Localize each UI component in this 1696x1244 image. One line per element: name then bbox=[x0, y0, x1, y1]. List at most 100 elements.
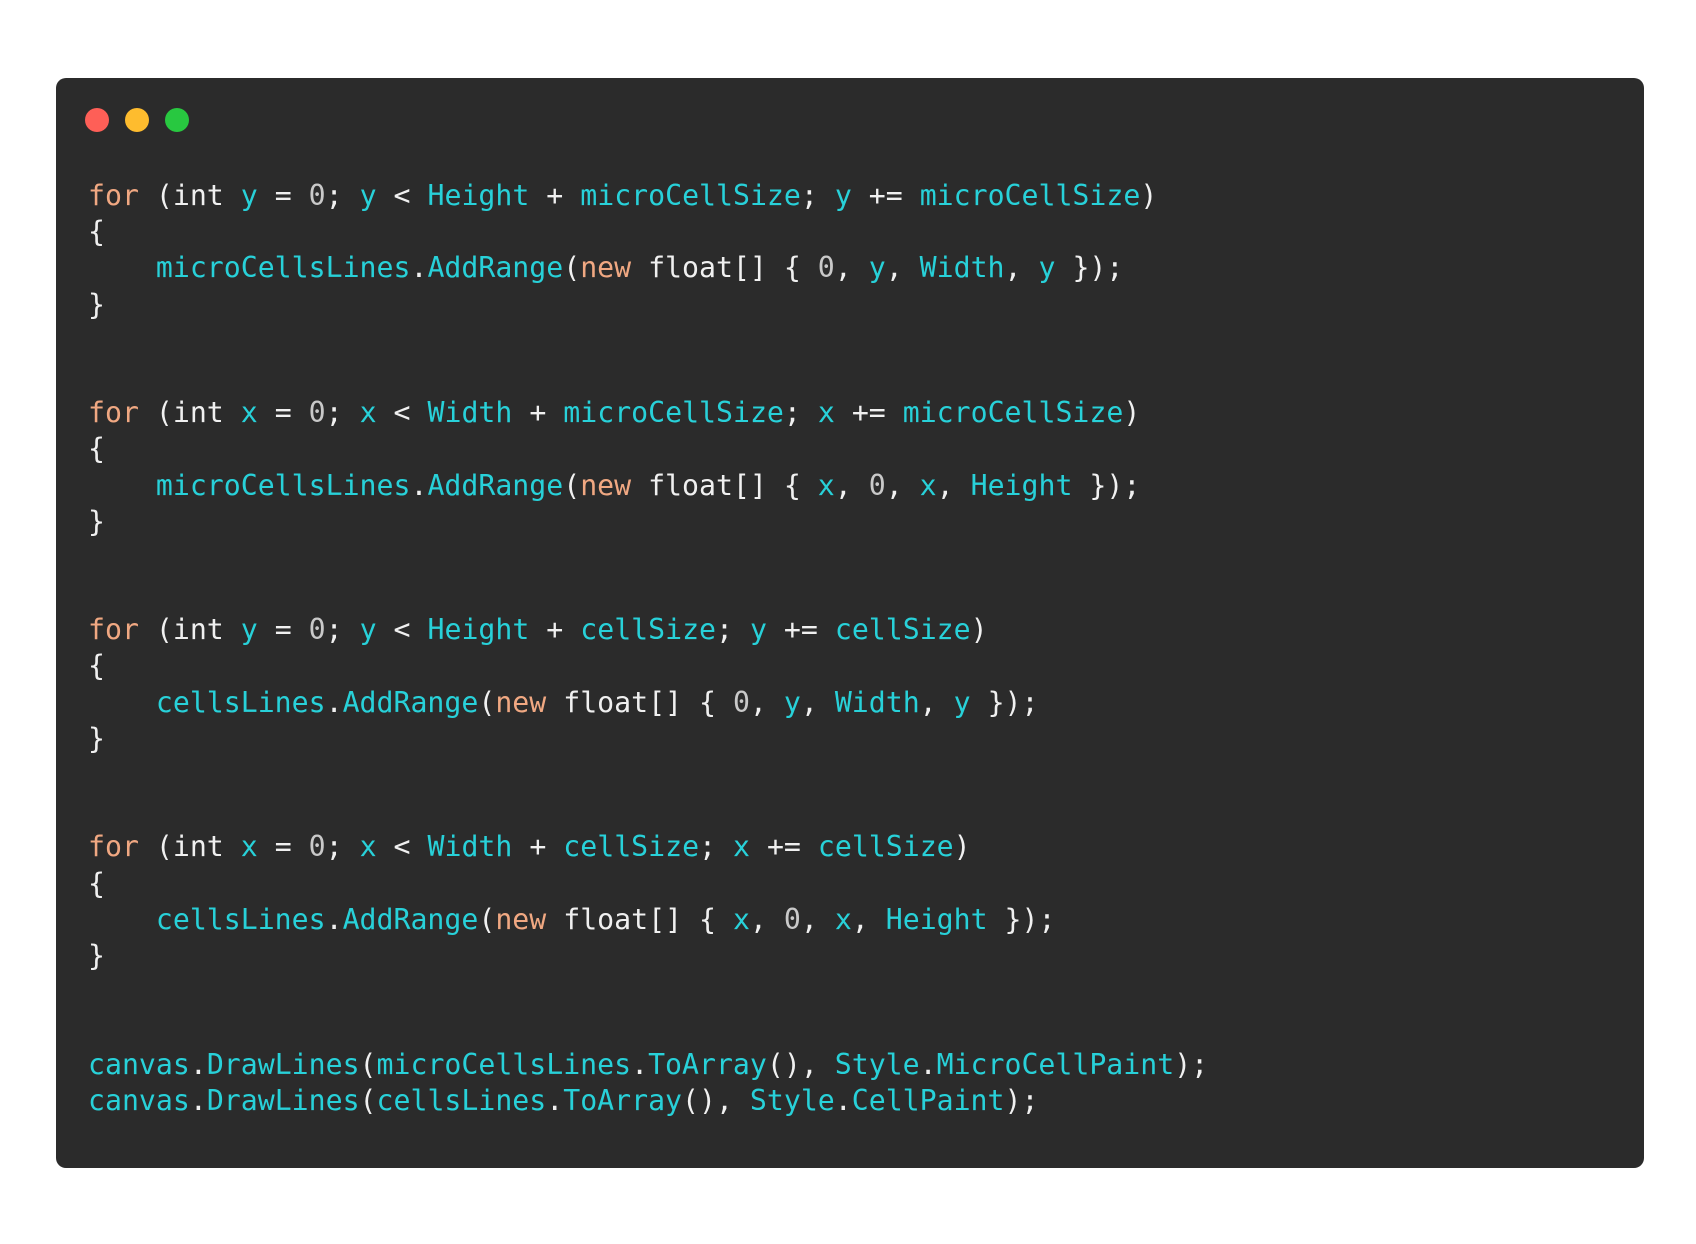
code-token-ident: cellSize bbox=[817, 830, 954, 864]
code-token-plain: . bbox=[189, 1047, 207, 1081]
code-token-ident: microCellSize bbox=[563, 396, 784, 430]
code-token-ident: DrawLines bbox=[206, 1047, 360, 1081]
code-token-plain: ) bbox=[970, 613, 988, 647]
code-token-number: 0 bbox=[732, 685, 750, 719]
code-token-ident: Height bbox=[427, 179, 530, 212]
code-token-plain: ; bbox=[325, 830, 360, 864]
minimize-button[interactable] bbox=[125, 108, 149, 132]
code-token-keyword: new bbox=[495, 902, 547, 936]
code-token-number: 0 bbox=[868, 468, 886, 502]
code-line bbox=[88, 576, 1208, 612]
code-line: for (int y = 0; y < Height + cellSize; y… bbox=[88, 612, 1208, 648]
code-token-plain bbox=[88, 469, 156, 502]
window-controls bbox=[85, 108, 189, 132]
code-line: for (int x = 0; x < Width + cellSize; x … bbox=[88, 829, 1208, 865]
code-token-plain: , bbox=[936, 468, 971, 502]
code-token-ident: Width bbox=[919, 251, 1005, 285]
code-line: } bbox=[88, 938, 1208, 974]
code-line: microCellsLines.AddRange(new float[] { x… bbox=[88, 468, 1208, 504]
code-token-ident: AddRange bbox=[342, 902, 479, 936]
code-token-ident: ToArray bbox=[648, 1047, 767, 1081]
code-token-keyword: for bbox=[88, 396, 139, 430]
code-token-plain bbox=[88, 903, 156, 936]
code-line bbox=[88, 540, 1208, 576]
code-token-ident: cellsLines bbox=[155, 902, 326, 936]
code-token-plain: < bbox=[376, 613, 428, 647]
code-token-plain: = bbox=[257, 396, 309, 430]
code-token-plain: . bbox=[410, 251, 428, 285]
code-token-ident: microCellSize bbox=[902, 396, 1124, 430]
code-token-ident: x bbox=[817, 468, 835, 502]
code-token-ident: x bbox=[733, 830, 750, 864]
code-token-plain: ; bbox=[783, 396, 818, 430]
code-line: canvas.DrawLines(microCellsLines.ToArray… bbox=[88, 1047, 1208, 1083]
code-token-plain: float[] { bbox=[546, 902, 733, 936]
code-token-keyword: new bbox=[580, 251, 632, 285]
code-token-plain: ; bbox=[716, 613, 750, 647]
code-token-ident: AddRange bbox=[427, 468, 564, 502]
code-token-plain: + bbox=[512, 396, 564, 430]
code-line bbox=[88, 323, 1208, 359]
code-token-plain: < bbox=[376, 830, 428, 864]
code-token-ident: x bbox=[359, 830, 377, 864]
code-token-plain: } bbox=[88, 287, 105, 321]
code-token-plain: }); bbox=[987, 902, 1056, 936]
code-token-plain: ( bbox=[563, 251, 581, 285]
code-line: { bbox=[88, 648, 1208, 684]
code-token-ident: y bbox=[240, 613, 258, 647]
code-token-plain: < bbox=[376, 396, 428, 430]
code-token-plain: } bbox=[88, 504, 105, 538]
code-line: } bbox=[88, 721, 1208, 757]
code-line: for (int x = 0; x < Width + microCellSiz… bbox=[88, 395, 1208, 431]
code-token-ident: x bbox=[240, 830, 258, 864]
code-token-plain: . bbox=[546, 1083, 564, 1117]
code-token-ident: x bbox=[359, 396, 377, 430]
code-token-ident: x bbox=[240, 396, 258, 430]
code-line: { bbox=[88, 866, 1208, 902]
code-token-plain: += bbox=[749, 830, 818, 864]
code-token-number: 0 bbox=[308, 613, 326, 647]
code-token-ident: microCellsLines bbox=[155, 468, 411, 502]
code-token-plain: }); bbox=[1072, 468, 1141, 502]
code-token-plain: (int bbox=[138, 179, 241, 212]
code-token-ident: CellPaint bbox=[851, 1083, 1005, 1117]
code-token-plain: ; bbox=[800, 179, 835, 212]
code-token-plain: (int bbox=[138, 396, 241, 430]
maximize-button[interactable] bbox=[165, 108, 189, 132]
code-token-plain: , bbox=[834, 251, 869, 285]
code-token-ident: y bbox=[868, 251, 886, 285]
code-line: canvas.DrawLines(cellsLines.ToArray(), S… bbox=[88, 1083, 1208, 1119]
code-block: for (int y = 0; y < Height + microCellSi… bbox=[88, 178, 1208, 1119]
code-token-ident: cellSize bbox=[563, 830, 700, 864]
code-token-number: 0 bbox=[817, 251, 835, 285]
code-token-plain: = bbox=[257, 830, 309, 864]
code-token-plain: ( bbox=[478, 902, 496, 936]
code-token-plain: (), bbox=[766, 1047, 835, 1081]
code-token-ident: cellsLines bbox=[155, 685, 326, 719]
code-token-plain: (int bbox=[138, 613, 241, 647]
code-token-ident: Style bbox=[749, 1083, 835, 1117]
code-token-plain: . bbox=[631, 1047, 649, 1081]
code-token-ident: y bbox=[1038, 251, 1056, 285]
code-line: } bbox=[88, 287, 1208, 323]
code-token-ident: microCellSize bbox=[580, 179, 801, 212]
code-token-plain: + bbox=[529, 613, 581, 647]
code-window: for (int y = 0; y < Height + microCellSi… bbox=[56, 78, 1644, 1168]
code-token-ident: microCellSize bbox=[919, 179, 1141, 212]
close-button[interactable] bbox=[85, 108, 109, 132]
code-token-plain: } bbox=[88, 938, 105, 972]
code-token-plain: + bbox=[512, 830, 564, 864]
code-token-ident: x bbox=[732, 902, 750, 936]
code-token-plain: , bbox=[851, 902, 886, 936]
code-token-ident: MicroCellPaint bbox=[936, 1047, 1175, 1081]
code-token-plain: . bbox=[325, 902, 343, 936]
code-token-plain: , bbox=[800, 902, 835, 936]
code-token-ident: canvas bbox=[88, 1083, 190, 1117]
code-token-plain: = bbox=[257, 613, 309, 647]
code-token-plain: (), bbox=[682, 1083, 750, 1117]
code-token-ident: AddRange bbox=[427, 251, 564, 285]
code-token-ident: microCellsLines bbox=[155, 251, 411, 285]
code-token-ident: y bbox=[953, 685, 971, 719]
code-token-plain: ) bbox=[1123, 396, 1141, 430]
code-token-plain: , bbox=[885, 468, 920, 502]
